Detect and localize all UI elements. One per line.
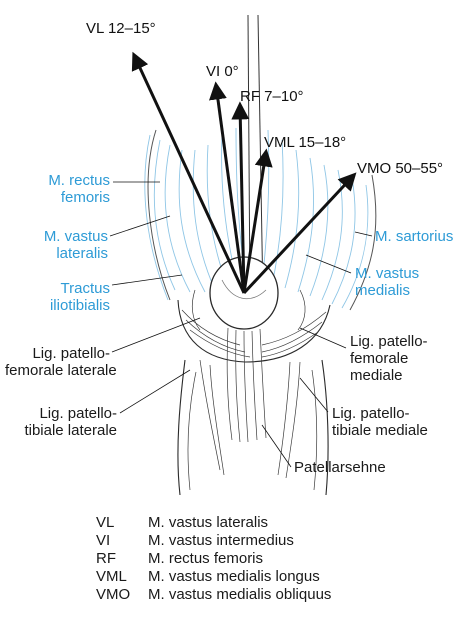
label-patellarsehne: Patellarsehne xyxy=(294,459,386,476)
label-lig-patellotibiale-mediale: Lig. patello-tibiale mediale xyxy=(332,405,428,439)
rectus-tendon-line-right xyxy=(258,15,263,300)
label-vmo: VMO 50–55° xyxy=(357,160,443,177)
label-vi: VI 0° xyxy=(206,63,239,80)
label-lig-patellofemorale-laterale: Lig. patello-femorale laterale xyxy=(5,345,110,379)
label-vl: VL 12–15° xyxy=(86,20,156,37)
label-lig-patellotibiale-laterale: Lig. patello-tibiale laterale xyxy=(5,405,117,439)
label-m-sartorius: M. sartorius xyxy=(375,228,453,245)
label-vml: VML 15–18° xyxy=(264,134,346,151)
label-rf: RF 7–10° xyxy=(240,88,304,105)
tibia-left-outline xyxy=(178,360,185,495)
